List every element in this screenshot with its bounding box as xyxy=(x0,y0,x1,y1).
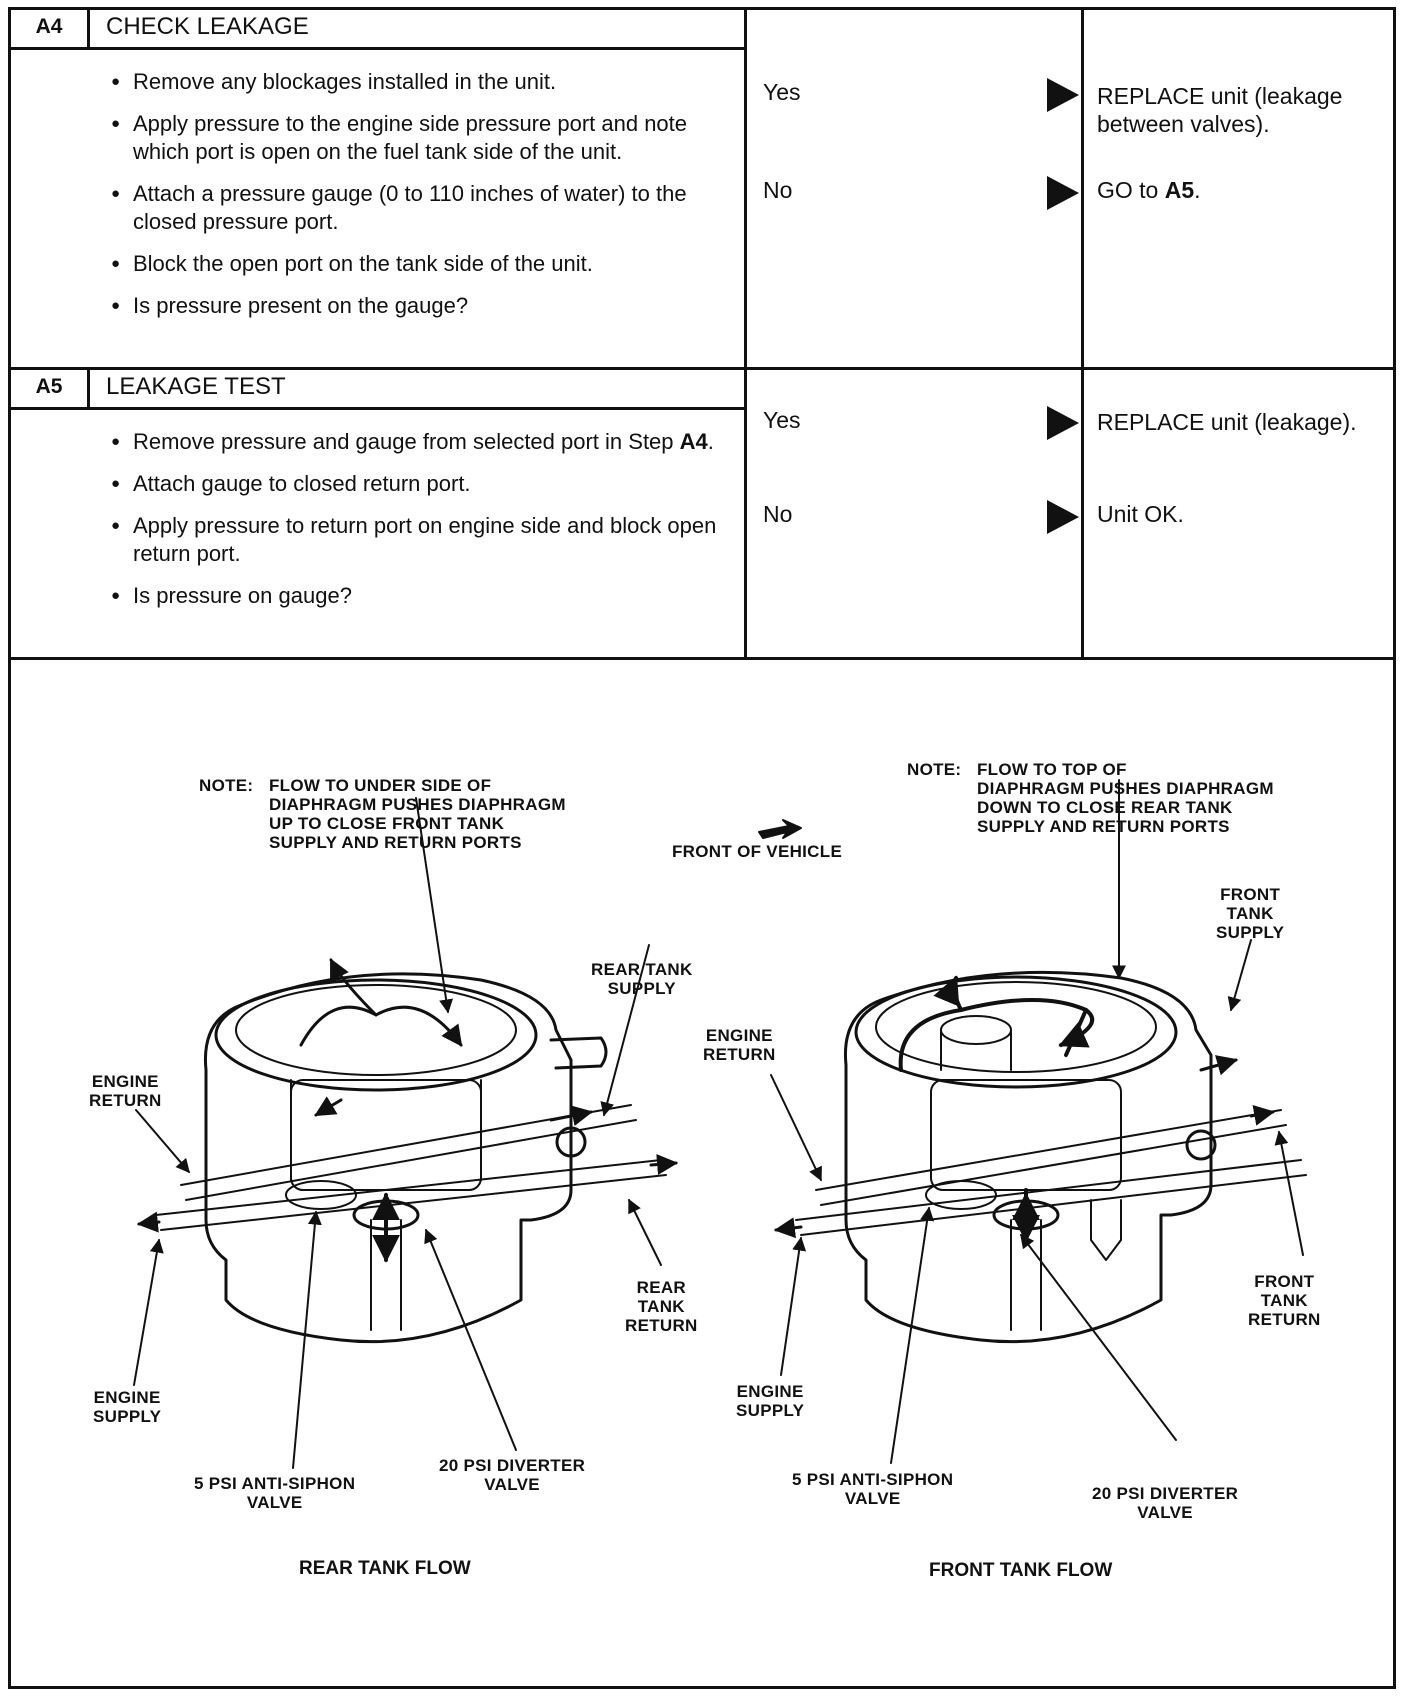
engine-return-label: ENGINE RETURN xyxy=(703,1026,776,1064)
arrow-right-icon xyxy=(1047,176,1079,210)
arrow-right-icon xyxy=(1047,500,1079,534)
front-leader-lines xyxy=(770,779,1304,1464)
step-id: A5 xyxy=(11,370,90,407)
step-row-a5: A5 LEAKAGE TEST Remove pressure and gaug… xyxy=(11,370,1393,660)
result-text: Unit OK. xyxy=(1097,501,1184,527)
engine-supply-label: ENGINE SUPPLY xyxy=(93,1388,162,1426)
list-item: Apply pressure to the engine side pressu… xyxy=(111,110,741,166)
front-valve-unit xyxy=(773,970,1307,1344)
engine-return-label: ENGINE RETURN xyxy=(89,1072,162,1110)
step-row-a4: A4 CHECK LEAKAGE Remove any blockages in… xyxy=(11,10,1393,370)
column-divider xyxy=(1081,10,1084,367)
diagnostic-chart: A4 CHECK LEAKAGE Remove any blockages in… xyxy=(8,7,1396,1689)
front-of-vehicle-label: FRONT OF VEHICLE xyxy=(672,842,843,861)
rear-tank-supply-label: REAR TANK SUPPLY xyxy=(591,960,693,998)
column-divider xyxy=(744,370,747,657)
arrow-right-icon xyxy=(1047,406,1079,440)
front-note-prefix: NOTE: xyxy=(907,760,962,779)
column-divider xyxy=(744,10,747,367)
rear-tank-return-label: REAR TANK RETURN xyxy=(625,1278,698,1335)
anti-siphon-valve-label: 5 PSI ANTI-SIPHON VALVE xyxy=(792,1470,954,1508)
diverter-valve-label: 20 PSI DIVERTER VALVE xyxy=(439,1456,586,1494)
front-tank-supply-label: FRONT TANK SUPPLY xyxy=(1216,885,1285,942)
test-steps-list: Remove any blockages installed in the un… xyxy=(111,68,741,334)
rear-note-prefix: NOTE: xyxy=(199,776,254,795)
list-item: Remove pressure and gauge from selected … xyxy=(111,428,741,456)
rear-valve-unit xyxy=(136,958,679,1344)
front-tank-flow-caption: FRONT TANK FLOW xyxy=(929,1560,1113,1581)
step-title: LEAKAGE TEST xyxy=(106,373,286,400)
front-note: FLOW TO TOP OF DIAPHRAGM PUSHES DIAPHRAG… xyxy=(977,760,1274,836)
step-title: CHECK LEAKAGE xyxy=(106,13,309,40)
step-id: A4 xyxy=(11,10,90,47)
list-item: Remove any blockages installed in the un… xyxy=(111,68,741,96)
rear-tank-flow-caption: REAR TANK FLOW xyxy=(299,1558,471,1579)
arrow-right-icon xyxy=(1047,78,1079,112)
answer-yes: Yes xyxy=(763,79,801,105)
answer-yes: Yes xyxy=(763,407,801,433)
answer-no: No xyxy=(763,501,793,527)
step-header: A5 LEAKAGE TEST xyxy=(11,370,744,410)
anti-siphon-valve-label: 5 PSI ANTI-SIPHON VALVE xyxy=(194,1474,356,1512)
rear-note: FLOW TO UNDER SIDE OF DIAPHRAGM PUSHES D… xyxy=(269,776,566,852)
front-tank-return-label: FRONT TANK RETURN xyxy=(1248,1272,1321,1329)
valve-flow-illustration: NOTE: FLOW TO UNDER SIDE OF DIAPHRAGM PU… xyxy=(11,660,1393,1686)
result-text: REPLACE unit (leakage). xyxy=(1097,409,1357,435)
list-item: Is pressure on gauge? xyxy=(111,582,741,610)
valve-cutaway-drawings xyxy=(133,779,1307,1469)
list-item: Is pressure present on the gauge? xyxy=(111,292,741,320)
step-header: A4 CHECK LEAKAGE xyxy=(11,10,744,50)
result-text: REPLACE unit (leakage between valves). xyxy=(1097,83,1343,137)
front-of-vehicle-arrow-icon xyxy=(758,819,802,839)
engine-supply-label: ENGINE SUPPLY xyxy=(736,1382,805,1420)
answer-no: No xyxy=(763,177,793,203)
list-item: Block the open port on the tank side of … xyxy=(111,250,741,278)
list-item: Attach gauge to closed return port. xyxy=(111,470,741,498)
rear-leader-lines xyxy=(133,797,662,1469)
column-divider xyxy=(1081,370,1084,657)
test-steps-list: Remove pressure and gauge from selected … xyxy=(111,428,741,624)
list-item: Apply pressure to return port on engine … xyxy=(111,512,741,568)
result-text: GO to A5. xyxy=(1097,177,1201,203)
diverter-valve-label: 20 PSI DIVERTER VALVE xyxy=(1092,1484,1239,1522)
list-item: Attach a pressure gauge (0 to 110 inches… xyxy=(111,180,741,236)
